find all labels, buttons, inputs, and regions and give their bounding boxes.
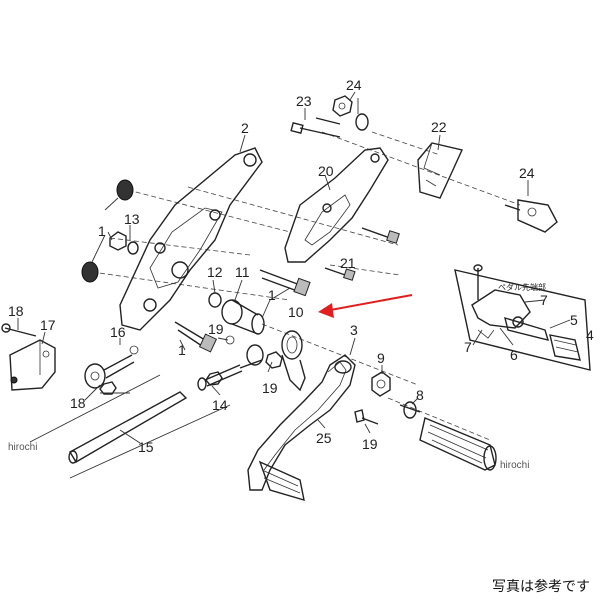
part-spacers-left — [81, 179, 139, 283]
label-18-bottom: 18 — [70, 395, 86, 411]
part-rod-end-left — [84, 345, 139, 395]
label-2: 2 — [241, 120, 249, 136]
part-nut-9 — [354, 371, 391, 425]
part-bracket-plate — [119, 147, 263, 331]
part-rod-15 — [29, 374, 231, 479]
label-20: 20 — [318, 163, 334, 179]
watermark-right: hirochi — [500, 460, 529, 471]
part-shift-arm — [225, 330, 306, 392]
label-6: 6 — [510, 347, 518, 363]
part-shift-pedal — [247, 354, 356, 501]
label-7-bottom: 7 — [464, 339, 472, 355]
inset-title: ペダル先端部 — [498, 282, 546, 292]
label-7-top: 7 — [540, 292, 548, 308]
label-18-top: 18 — [8, 303, 24, 319]
label-24-right: 24 — [519, 165, 535, 181]
part-labels: 2 23 24 22 20 24 13 1 21 12 11 1 10 18 1… — [8, 77, 594, 455]
leader-lines — [17, 91, 571, 444]
label-21: 21 — [340, 255, 356, 271]
label-12: 12 — [207, 264, 223, 280]
label-22: 22 — [431, 119, 447, 135]
label-4: 4 — [586, 327, 594, 343]
label-24-top: 24 — [346, 77, 362, 93]
reference-photo-caption: 写真は参考です — [492, 579, 590, 595]
watermark-left: hirochi — [8, 442, 37, 453]
label-14: 14 — [212, 397, 228, 413]
part-footpeg-8 — [399, 401, 497, 471]
inset-pedal-tip — [454, 264, 591, 371]
label-19-right: 19 — [362, 436, 378, 452]
label-13: 13 — [124, 211, 140, 227]
part-heel-guard — [284, 147, 389, 263]
label-17: 17 — [40, 317, 56, 333]
label-5: 5 — [570, 312, 578, 328]
label-9: 9 — [377, 350, 385, 366]
part-peg-upper — [504, 199, 558, 233]
red-arrow — [318, 294, 413, 318]
part-bracket-17 — [1, 323, 56, 391]
label-10: 10 — [288, 304, 304, 320]
part-bolts-1 — [174, 269, 311, 353]
label-1-mid: 1 — [268, 287, 276, 303]
label-1-top: 1 — [98, 223, 106, 239]
label-8: 8 — [416, 387, 424, 403]
label-23: 23 — [296, 93, 312, 109]
part-bolt-23 — [290, 117, 341, 138]
label-15: 15 — [138, 439, 154, 455]
label-11: 11 — [235, 264, 250, 280]
part-bushing — [208, 292, 265, 335]
label-16: 16 — [110, 324, 126, 340]
label-19-left: 19 — [208, 321, 224, 337]
label-1-low: 1 — [178, 342, 186, 358]
label-19-mid: 19 — [262, 380, 278, 396]
label-3: 3 — [350, 322, 358, 338]
part-nut-24 — [332, 95, 369, 131]
part-bolts-21 — [324, 227, 400, 281]
part-rod-end — [197, 364, 243, 391]
label-25: 25 — [316, 430, 332, 446]
part-block — [417, 142, 463, 199]
